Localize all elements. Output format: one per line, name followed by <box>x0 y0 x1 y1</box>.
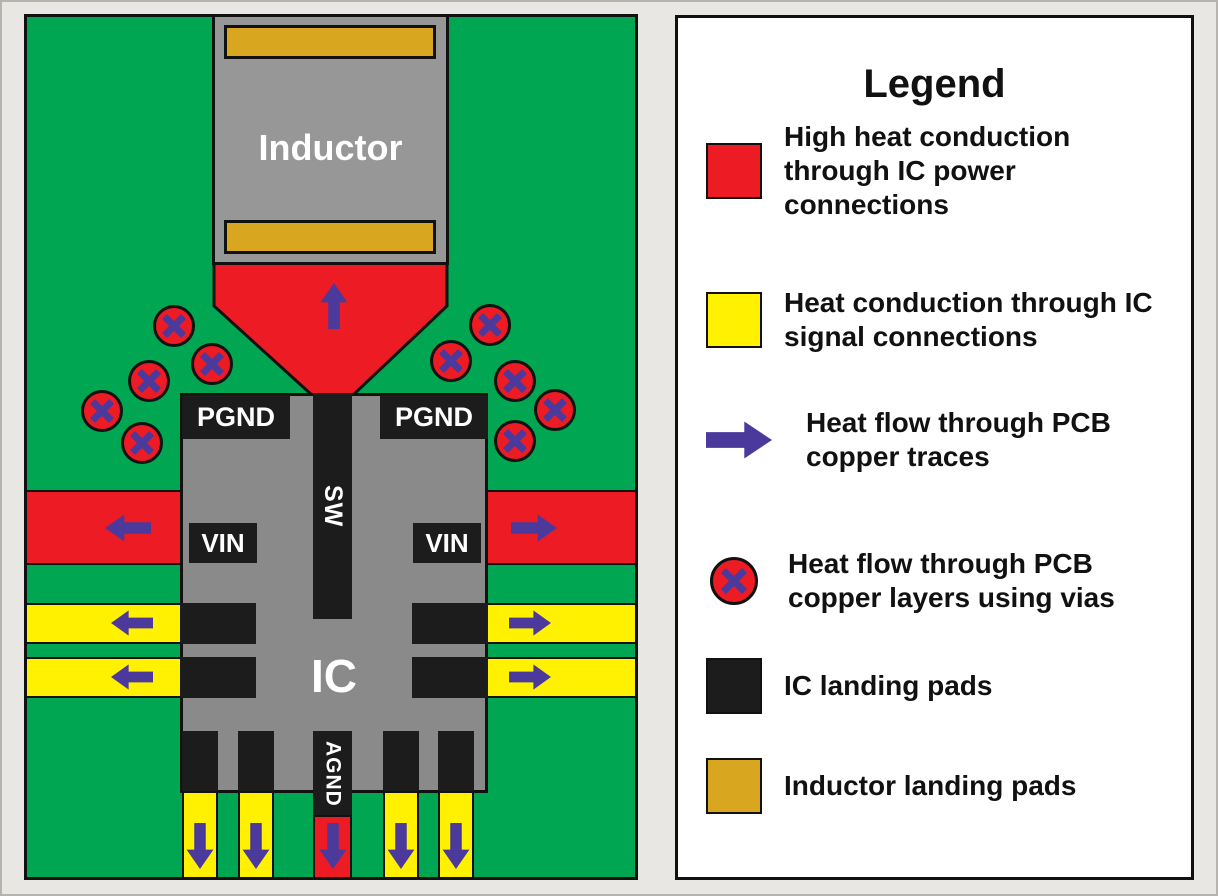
inductor-label: Inductor <box>258 127 403 168</box>
ic-bottom-pad <box>182 731 218 793</box>
via-icon <box>153 305 195 347</box>
signal-trace-right-2 <box>485 657 635 698</box>
via-icon <box>469 304 511 346</box>
legend-item-label: High heat conduction through IC power co… <box>784 121 1071 220</box>
via-icon <box>494 420 536 462</box>
purple-arrow-icon <box>706 421 772 459</box>
signal-trace-right-1 <box>485 603 635 644</box>
via-icon <box>191 343 233 385</box>
legend-title: Legend <box>863 62 1006 106</box>
via-icon <box>128 360 170 402</box>
pgnd-pad-right: PGND <box>380 395 488 439</box>
via-icon <box>430 340 472 382</box>
signal-trace-left-2 <box>27 657 183 698</box>
gold-square-icon <box>706 758 762 814</box>
ic-side-pad <box>180 603 256 644</box>
sw-heat-funnel-trace <box>212 262 449 398</box>
legend-item: Heat conduction through IC signal connec… <box>706 286 1176 354</box>
inductor-body: Inductor <box>212 17 449 265</box>
ic-bottom-pad <box>438 731 474 793</box>
ic-bottom-pad <box>238 731 274 793</box>
yellow-square-icon <box>706 292 762 348</box>
vin-trace-left <box>27 490 183 565</box>
legend-item: Heat flow through PCB copper traces <box>706 406 1176 474</box>
via-icon <box>534 389 576 431</box>
legend-item-label: Heat conduction through IC signal connec… <box>784 287 1153 352</box>
legend-item-label: Inductor landing pads <box>784 770 1077 801</box>
vin-pad-right: VIN <box>413 523 481 563</box>
ic-bottom-pad <box>383 731 419 793</box>
legend-item-label: Heat flow through PCB copper traces <box>806 407 1111 472</box>
legend-item: Heat flow through PCB copper layers usin… <box>706 547 1176 615</box>
agnd-pad: AGND <box>313 731 352 817</box>
via-icon <box>81 390 123 432</box>
black-square-icon <box>706 658 762 714</box>
inductor-landing-pad-bottom <box>224 220 436 254</box>
vin-pad-left: VIN <box>189 523 257 563</box>
vin-trace-right <box>485 490 635 565</box>
via-icon <box>494 360 536 402</box>
legend-item-label: Heat flow through PCB copper layers usin… <box>788 548 1115 613</box>
legend-item: IC landing pads <box>706 658 1176 714</box>
sw-pad: SW <box>313 393 352 619</box>
legend-item: High heat conduction through IC power co… <box>706 120 1176 222</box>
pgnd-pad-left: PGND <box>182 395 290 439</box>
inductor-landing-pad-top <box>224 25 436 59</box>
via-icon <box>710 557 758 605</box>
red-square-icon <box>706 143 762 199</box>
pcb-layout-panel: Inductor PGND PGND SW VIN VIN AGND IC <box>24 14 638 880</box>
legend-panel: Legend High heat conduction through IC p… <box>675 15 1194 880</box>
legend-item-label: IC landing pads <box>784 670 993 701</box>
ic-label: IC <box>311 650 357 702</box>
ic-side-pad <box>180 657 256 698</box>
ic-side-pad <box>412 657 488 698</box>
ic-side-pad <box>412 603 488 644</box>
legend-item: Inductor landing pads <box>706 758 1176 814</box>
via-icon <box>121 422 163 464</box>
signal-trace-left-1 <box>27 603 183 644</box>
